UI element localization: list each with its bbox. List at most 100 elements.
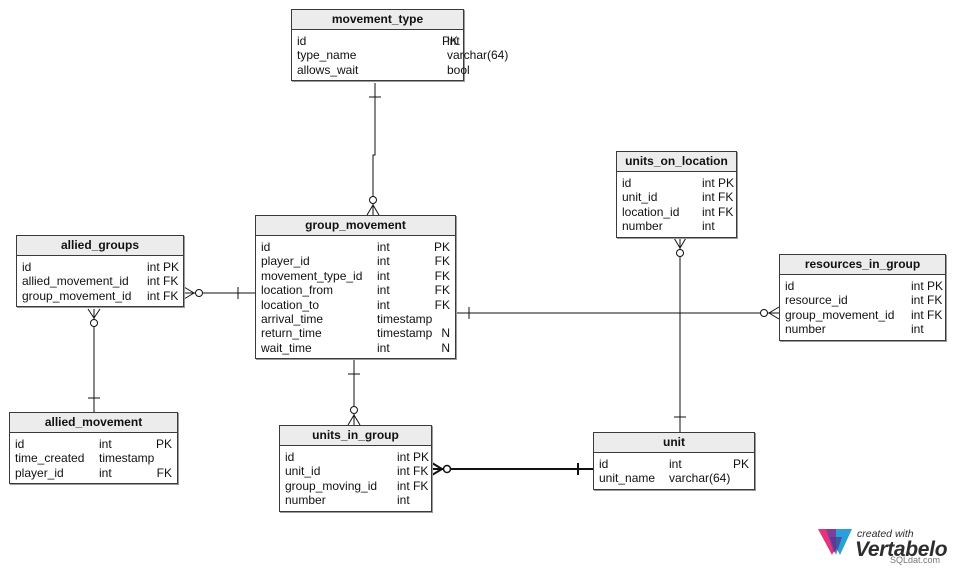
column-type: int FK (147, 288, 179, 303)
table-title: unit (594, 433, 754, 453)
column-type: int FK (911, 307, 943, 322)
column-row[interactable]: return_time timestamp N (261, 326, 450, 340)
rel-group-movement-resources-in-group (455, 306, 780, 320)
column-type: int PK (911, 279, 944, 293)
column-name: allied_movement_id (22, 274, 129, 289)
column-row[interactable]: id int PK (22, 260, 180, 274)
column-type: int (397, 493, 410, 508)
column-key: N (441, 326, 450, 341)
column-type: bool (447, 62, 470, 77)
column-name: id (622, 176, 632, 190)
column-row[interactable]: number int (622, 219, 731, 233)
column-name: player_id (261, 254, 310, 269)
watermark: SQLdat.com (890, 555, 941, 565)
table-title: group_movement (256, 216, 455, 236)
column-type: int (447, 34, 460, 48)
column-name: id (297, 34, 307, 48)
column-type: int FK (397, 464, 429, 479)
column-type: int (669, 457, 682, 471)
column-name: group_movement_id (785, 307, 895, 322)
column-row[interactable]: id int PK (622, 176, 735, 190)
column-key: N (441, 340, 450, 355)
column-row[interactable]: number int (285, 493, 426, 507)
table-title: units_on_location (617, 152, 736, 172)
rel-units-in-group-unit (431, 462, 593, 476)
column-type: int (911, 322, 924, 337)
column-name: id (22, 260, 32, 274)
column-type: int (99, 437, 112, 451)
column-name: unit_id (285, 464, 321, 479)
column-type: int (377, 340, 390, 355)
table-title: resources_in_group (780, 255, 945, 275)
column-type: int PK (702, 176, 735, 190)
column-name: time_created (15, 451, 85, 466)
column-name: number (622, 219, 663, 234)
column-name: number (285, 493, 326, 508)
vertabelo-logo-icon (818, 529, 852, 555)
column-row[interactable]: location_id int FK (622, 204, 734, 219)
rel-allied-movement-allied-groups (87, 308, 101, 412)
rel-movement-type-group-movement (366, 83, 381, 216)
column-name: id (15, 437, 25, 451)
column-row[interactable]: group_movement_id int FK (785, 307, 943, 322)
column-type: int PK (147, 260, 180, 274)
column-key: FK (434, 254, 450, 269)
column-name: movement_type_id (261, 268, 363, 283)
table-title: movement_type (292, 10, 463, 30)
column-name: group_movement_id (22, 288, 132, 303)
column-type: int (702, 219, 715, 234)
column-type: timestamp (377, 326, 433, 341)
rel-group-movement-units-in-group (347, 360, 361, 426)
column-name: wait_time (261, 340, 312, 355)
column-key: FK (434, 297, 450, 312)
column-row[interactable]: unit_id int FK (285, 464, 429, 479)
column-type: timestamp (99, 451, 155, 466)
column-type: int FK (702, 204, 734, 219)
column-row[interactable]: time_created timestamp (15, 451, 172, 465)
column-row[interactable]: wait_time int N (261, 341, 450, 355)
column-key: PK (433, 240, 450, 254)
created-with-text: created with (857, 528, 914, 540)
column-name: resource_id (785, 293, 848, 308)
column-name: arrival_time (261, 311, 324, 326)
column-type: int (377, 283, 390, 298)
column-name: location_id (622, 204, 680, 219)
column-name: type_name (297, 48, 357, 63)
column-key: PK (441, 34, 458, 48)
column-name: return_time (261, 326, 322, 341)
column-row[interactable]: group_movement_id int FK (22, 289, 178, 303)
column-name: id (261, 240, 271, 254)
table-title: units_in_group (280, 426, 431, 446)
vertabelo-logo (818, 525, 948, 565)
